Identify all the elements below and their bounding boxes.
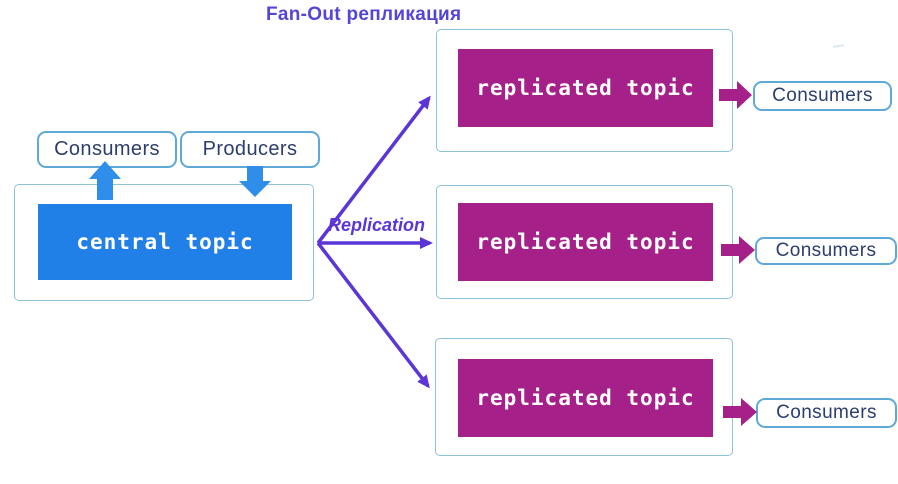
replica-consumers-label-3: Consumers — [776, 402, 877, 423]
central-consumers-box: Consumers — [37, 131, 177, 168]
stray-artifact-mark — [832, 44, 845, 48]
replicated-topic-box-1: replicated topic — [458, 49, 713, 127]
central-producers-label: Producers — [202, 138, 298, 160]
diagram-title: Fan-Out репликация — [266, 4, 462, 25]
central-consumers-label: Consumers — [54, 138, 160, 160]
fanout-arrow-bottom-icon — [316, 241, 430, 389]
replica-consumers-label-2: Consumers — [775, 240, 877, 261]
replica-consumers-box-1: Consumers — [753, 81, 892, 111]
replica-consumers-box-3: Consumers — [756, 398, 897, 428]
replicated-topic-label-3: replicated topic — [476, 386, 695, 410]
replicated-topic-label-1: replicated topic — [476, 76, 695, 100]
replication-label: Replication — [328, 215, 426, 235]
replicated-topic-box-3: replicated topic — [458, 359, 713, 437]
central-topic-label: central topic — [76, 230, 254, 254]
replicated-topic-label-2: replicated topic — [476, 230, 695, 254]
replica-consumers-label-1: Consumers — [772, 85, 873, 106]
replicated-topic-box-2: replicated topic — [458, 203, 713, 281]
central-topic-box: central topic — [38, 204, 292, 280]
central-producers-box: Producers — [180, 131, 320, 168]
replica-consumers-box-2: Consumers — [755, 237, 897, 265]
